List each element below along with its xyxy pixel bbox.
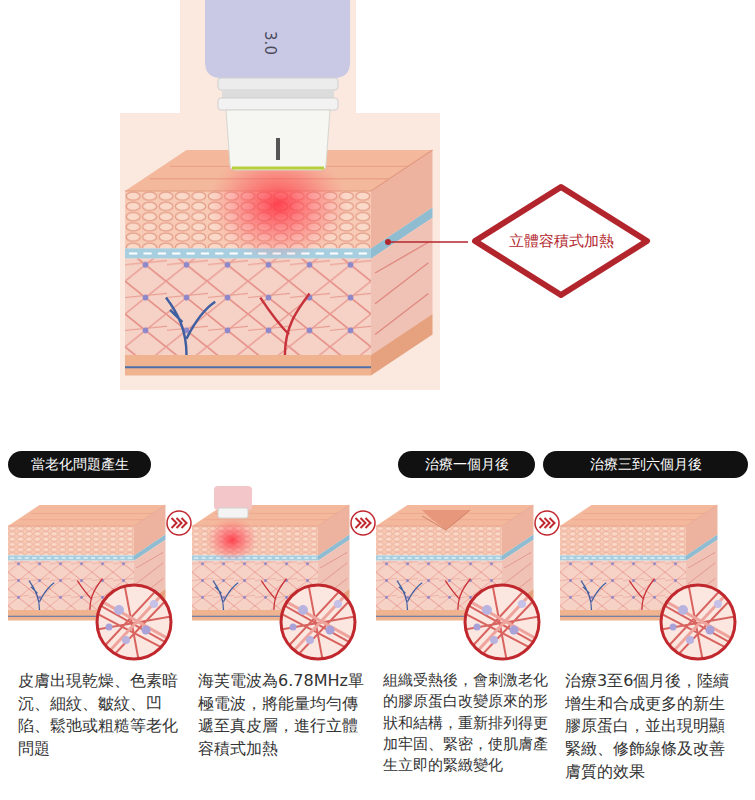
heading-text: 治療三到六個月後 (590, 456, 702, 474)
step-description: 海芙電波為6.78MHz單極電波，將能量均勻傳遞至真皮層，進行立體容積式加熱 (198, 670, 366, 761)
heading-text: 治療一個月後 (425, 456, 509, 474)
step-description: 組織受熱後，會刺激老化的膠原蛋白改變原來的形狀和結構，重新排列得更加牢固、緊密，… (383, 670, 551, 776)
callout-diamond: 立體容積式加熱 (470, 182, 652, 300)
stage-heading: 當老化問題產生 (8, 451, 151, 478)
heading-text: 當老化問題產生 (31, 456, 129, 474)
step-description: 皮膚出現乾燥、色素暗沉、細紋、皺紋、凹陷、鬆弛或粗糙等老化問題 (18, 670, 186, 761)
step-description: 治療3至6個月後，陸續增生和合成更多的新生膠原蛋白，並出現明顯緊緻、修飾線條及改… (565, 670, 733, 784)
callout-text: 立體容積式加熱 (509, 232, 614, 251)
device-number: 3.0 (261, 31, 279, 55)
stage-heading: 治療三到六個月後 (543, 451, 748, 478)
diamond-border (475, 187, 647, 295)
stage-heading: 治療一個月後 (398, 451, 535, 478)
